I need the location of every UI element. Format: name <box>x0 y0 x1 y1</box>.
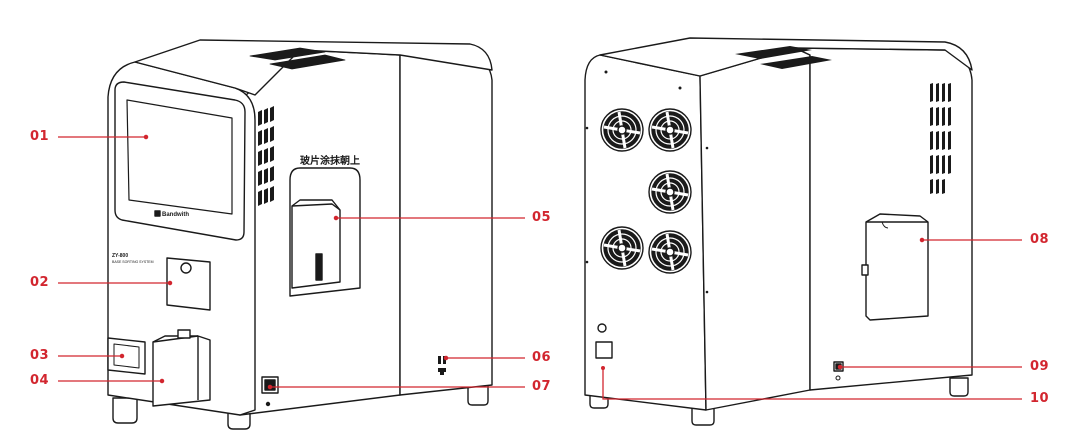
top-vents <box>735 46 832 69</box>
callout-label-01: 01 <box>30 129 50 144</box>
screen-brand: Bandwith <box>162 212 189 218</box>
fan-icon <box>599 107 645 153</box>
fan-icon <box>647 107 693 153</box>
waste-box <box>152 335 211 407</box>
rear-view <box>584 37 973 426</box>
fan-icon <box>647 229 693 275</box>
callout-label-06: 06 <box>532 350 552 365</box>
callout-label-04: 04 <box>30 373 50 388</box>
side-vents <box>930 83 951 194</box>
usb-ports <box>438 356 446 375</box>
fan-icon <box>647 169 693 215</box>
callout-label-09: 09 <box>1030 359 1050 374</box>
front-view: Bandwith ZY-800 BASE SORTING SYSTEM 玻片涂抹… <box>107 39 493 430</box>
foot <box>112 397 138 424</box>
callout-label-08: 08 <box>1030 232 1050 247</box>
callout-line-10 <box>602 368 1022 400</box>
reagent-box <box>865 213 929 321</box>
callout-label-02: 02 <box>30 275 50 290</box>
fan-icon <box>599 225 645 271</box>
rear-knob <box>597 323 607 333</box>
callout-label-03: 03 <box>30 348 50 363</box>
rear-panel <box>399 54 493 396</box>
side-vents <box>258 106 274 206</box>
callout-label-05: 05 <box>532 210 552 225</box>
foot <box>949 377 969 397</box>
callout-lines <box>58 134 1022 400</box>
panel-door <box>166 257 211 311</box>
display-screen <box>126 99 233 215</box>
slide-holder <box>291 203 341 289</box>
callout-label-07: 07 <box>532 379 552 394</box>
slot-text: 玻片涂抹朝上 <box>300 154 360 167</box>
brand-mark <box>154 210 161 217</box>
right-side-panel <box>699 47 811 411</box>
callout-label-10: 10 <box>1030 391 1050 406</box>
model-label: ZY-800 <box>112 253 128 259</box>
model-sublabel: BASE SORTING SYSTEM <box>112 260 154 264</box>
top-vents <box>249 47 346 70</box>
power-inlet <box>595 341 613 359</box>
door-knob <box>180 262 192 274</box>
foot <box>467 384 489 406</box>
top-panel <box>599 37 973 77</box>
